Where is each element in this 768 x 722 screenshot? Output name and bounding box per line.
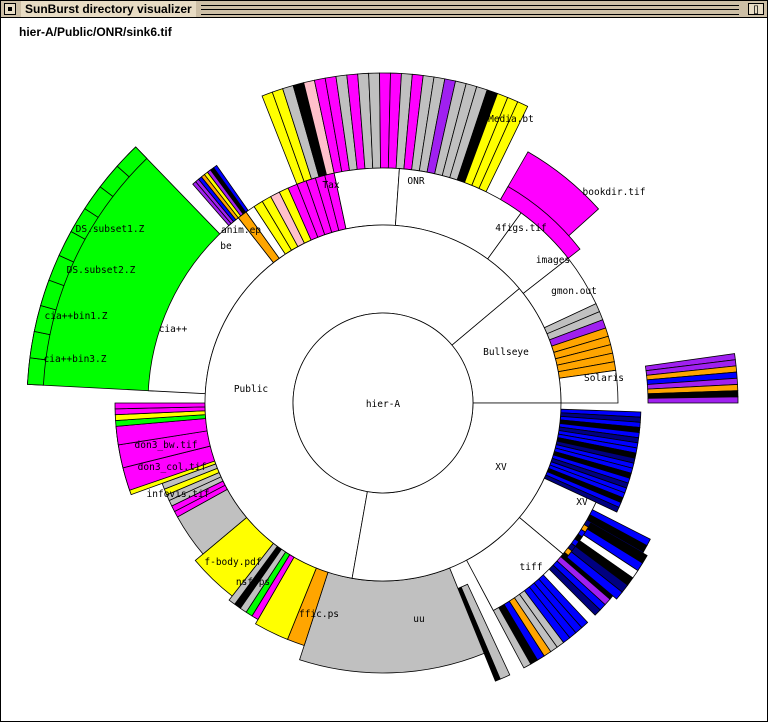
label-nsfbody: f-body.pdf: [204, 557, 261, 568]
uu-file[interactable]: [299, 567, 485, 674]
label-ds2: DS.subset2.Z: [67, 265, 136, 276]
sunburst-segments: [27, 72, 739, 682]
label-gmon: gmon.out: [551, 286, 597, 297]
label-anim: anim.ep: [221, 225, 261, 236]
solaris-files-7[interactable]: [647, 396, 739, 404]
label-solaris: Solaris: [584, 373, 624, 384]
label-infovis: infovis.tif: [147, 489, 210, 500]
label-cia1: cia++bin1.Z: [45, 311, 108, 322]
cia-files-edge-9[interactable]: [116, 146, 148, 178]
label-bookdir: bookdir.tif: [583, 187, 646, 198]
label-ds1: DS.subset1.Z: [76, 224, 145, 235]
label-root: hier-A: [366, 399, 401, 410]
root-dir[interactable]: [292, 312, 474, 494]
title-bar-grip: [201, 5, 739, 15]
label-tax: Tax: [322, 180, 339, 191]
label-don3col: don3_col.tif: [138, 462, 207, 473]
label-media: Media.bt: [488, 114, 534, 125]
label-figs: 4figs.tif: [495, 223, 546, 234]
label-cia: cia++: [159, 324, 188, 335]
label-public: Public: [234, 384, 268, 395]
label-tiff: tiff: [520, 562, 543, 573]
label-onr: ONR: [407, 176, 424, 187]
label-don3bw: don3_bw.tif: [135, 440, 198, 451]
label-cia3: cia++bin3.Z: [44, 354, 107, 365]
window-title: SunBurst directory visualizer: [21, 1, 196, 17]
maximize-icon[interactable]: []: [748, 3, 764, 15]
tiff-tiny-5[interactable]: [566, 551, 623, 600]
window-menu-icon[interactable]: [4, 3, 16, 15]
label-xv: XV: [495, 462, 507, 473]
label-be: be: [220, 241, 232, 252]
label-bullseye: Bullseye: [483, 347, 529, 358]
label-xv2: XV: [576, 497, 588, 508]
label-traffic: ffic.ps: [299, 609, 339, 620]
tax-dir[interactable]: [333, 167, 400, 230]
label-uu: uu: [413, 614, 424, 625]
label-nsf: nsf.ps: [236, 577, 270, 588]
title-bar[interactable]: SunBurst directory visualizer []: [1, 1, 767, 18]
label-images: images: [536, 255, 570, 266]
current-path: hier-A/Public/ONR/sink6.tif: [19, 25, 172, 39]
